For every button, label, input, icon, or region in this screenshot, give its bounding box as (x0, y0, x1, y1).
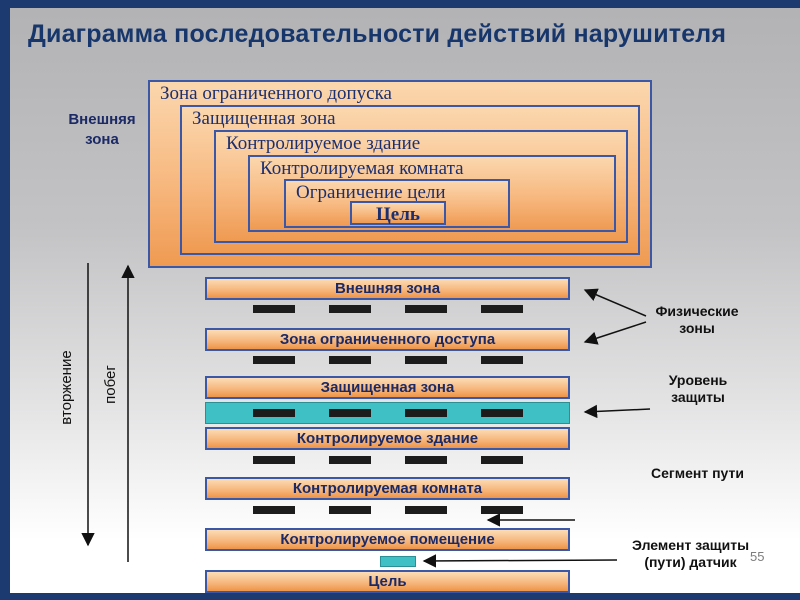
path-segment-dash (252, 409, 295, 417)
path-segment-dash (252, 506, 295, 514)
path-segment-dash (404, 506, 447, 514)
intrusion-label: вторжение (58, 350, 75, 425)
protection-element-arrow (422, 554, 618, 568)
annotation-physical-zones: Физические зоны (655, 303, 739, 336)
path-segments-row (205, 356, 570, 364)
frame-top (0, 0, 800, 8)
sequence-bar-protected-zone: Защищенная зона (205, 376, 570, 399)
path-segment-dash (404, 305, 447, 313)
slide-title: Диаграмма последовательности действий на… (28, 20, 727, 48)
protection-level-strip (205, 402, 570, 424)
path-segment-dash (328, 409, 371, 417)
physical-zones-arrow-upper (583, 288, 647, 317)
path-segments-row (205, 305, 570, 313)
page-number: 55 (750, 549, 765, 564)
nested-zone-box-target: Цель (350, 201, 446, 225)
path-segment-dash (252, 305, 295, 313)
path-segments-row (205, 506, 570, 514)
path-segment-dash (328, 506, 371, 514)
path-segment-dash (480, 506, 523, 514)
nested-zone-label: Ограничение цели (296, 182, 446, 203)
nested-zone-box-target-restriction: Ограничение цели (284, 179, 510, 228)
frame-left (0, 0, 10, 600)
path-segment-dash (328, 305, 371, 313)
nested-zone-label: Защищенная зона (192, 108, 336, 129)
annotation-protection-level: Уровень защиты (668, 372, 728, 405)
path-segment-dash (404, 409, 447, 417)
physical-zones-arrow-lower (583, 321, 647, 345)
nested-zone-label: Цель (376, 204, 420, 225)
path-segment-dash (480, 356, 523, 364)
nested-zone-label: Контролируемое здание (226, 133, 421, 154)
sequence-bar-outer-zone: Внешняя зона (205, 277, 570, 300)
path-segment-dash (404, 356, 447, 364)
protection-level-arrow (583, 404, 651, 419)
annotation-path-segment: Сегмент пути (651, 465, 744, 481)
path-segment-dash (404, 456, 447, 464)
nested-zone-label: Зона ограниченного допуска (160, 83, 392, 104)
nested-zone-label: Контролируемая комната (260, 158, 464, 179)
outer-zone-label: Внешняя зона (68, 111, 136, 148)
path-segment-dash (328, 356, 371, 364)
protection-element-sensor (380, 556, 416, 567)
path-segment-dash (252, 456, 295, 464)
path-segment-dash (252, 356, 295, 364)
sequence-bar-restricted-access: Зона ограниченного доступа (205, 328, 570, 351)
sequence-bar-controlled-premise: Контролируемое помещение (205, 528, 570, 551)
sequence-bar-controlled-building: Контролируемое здание (205, 427, 570, 450)
path-segment-dash (328, 456, 371, 464)
escape-label: побег (102, 365, 119, 404)
annotation-protection-element: Элемент защиты (пути) датчик (631, 537, 750, 570)
path-segment-dash (480, 456, 523, 464)
sequence-bar-controlled-room: Контролируемая комната (205, 477, 570, 500)
sequence-bar-target: Цель (205, 570, 570, 593)
path-segments-row (205, 456, 570, 464)
path-segment-dash (480, 409, 523, 417)
frame-bottom (0, 593, 800, 600)
path-segment-dash (480, 305, 523, 313)
